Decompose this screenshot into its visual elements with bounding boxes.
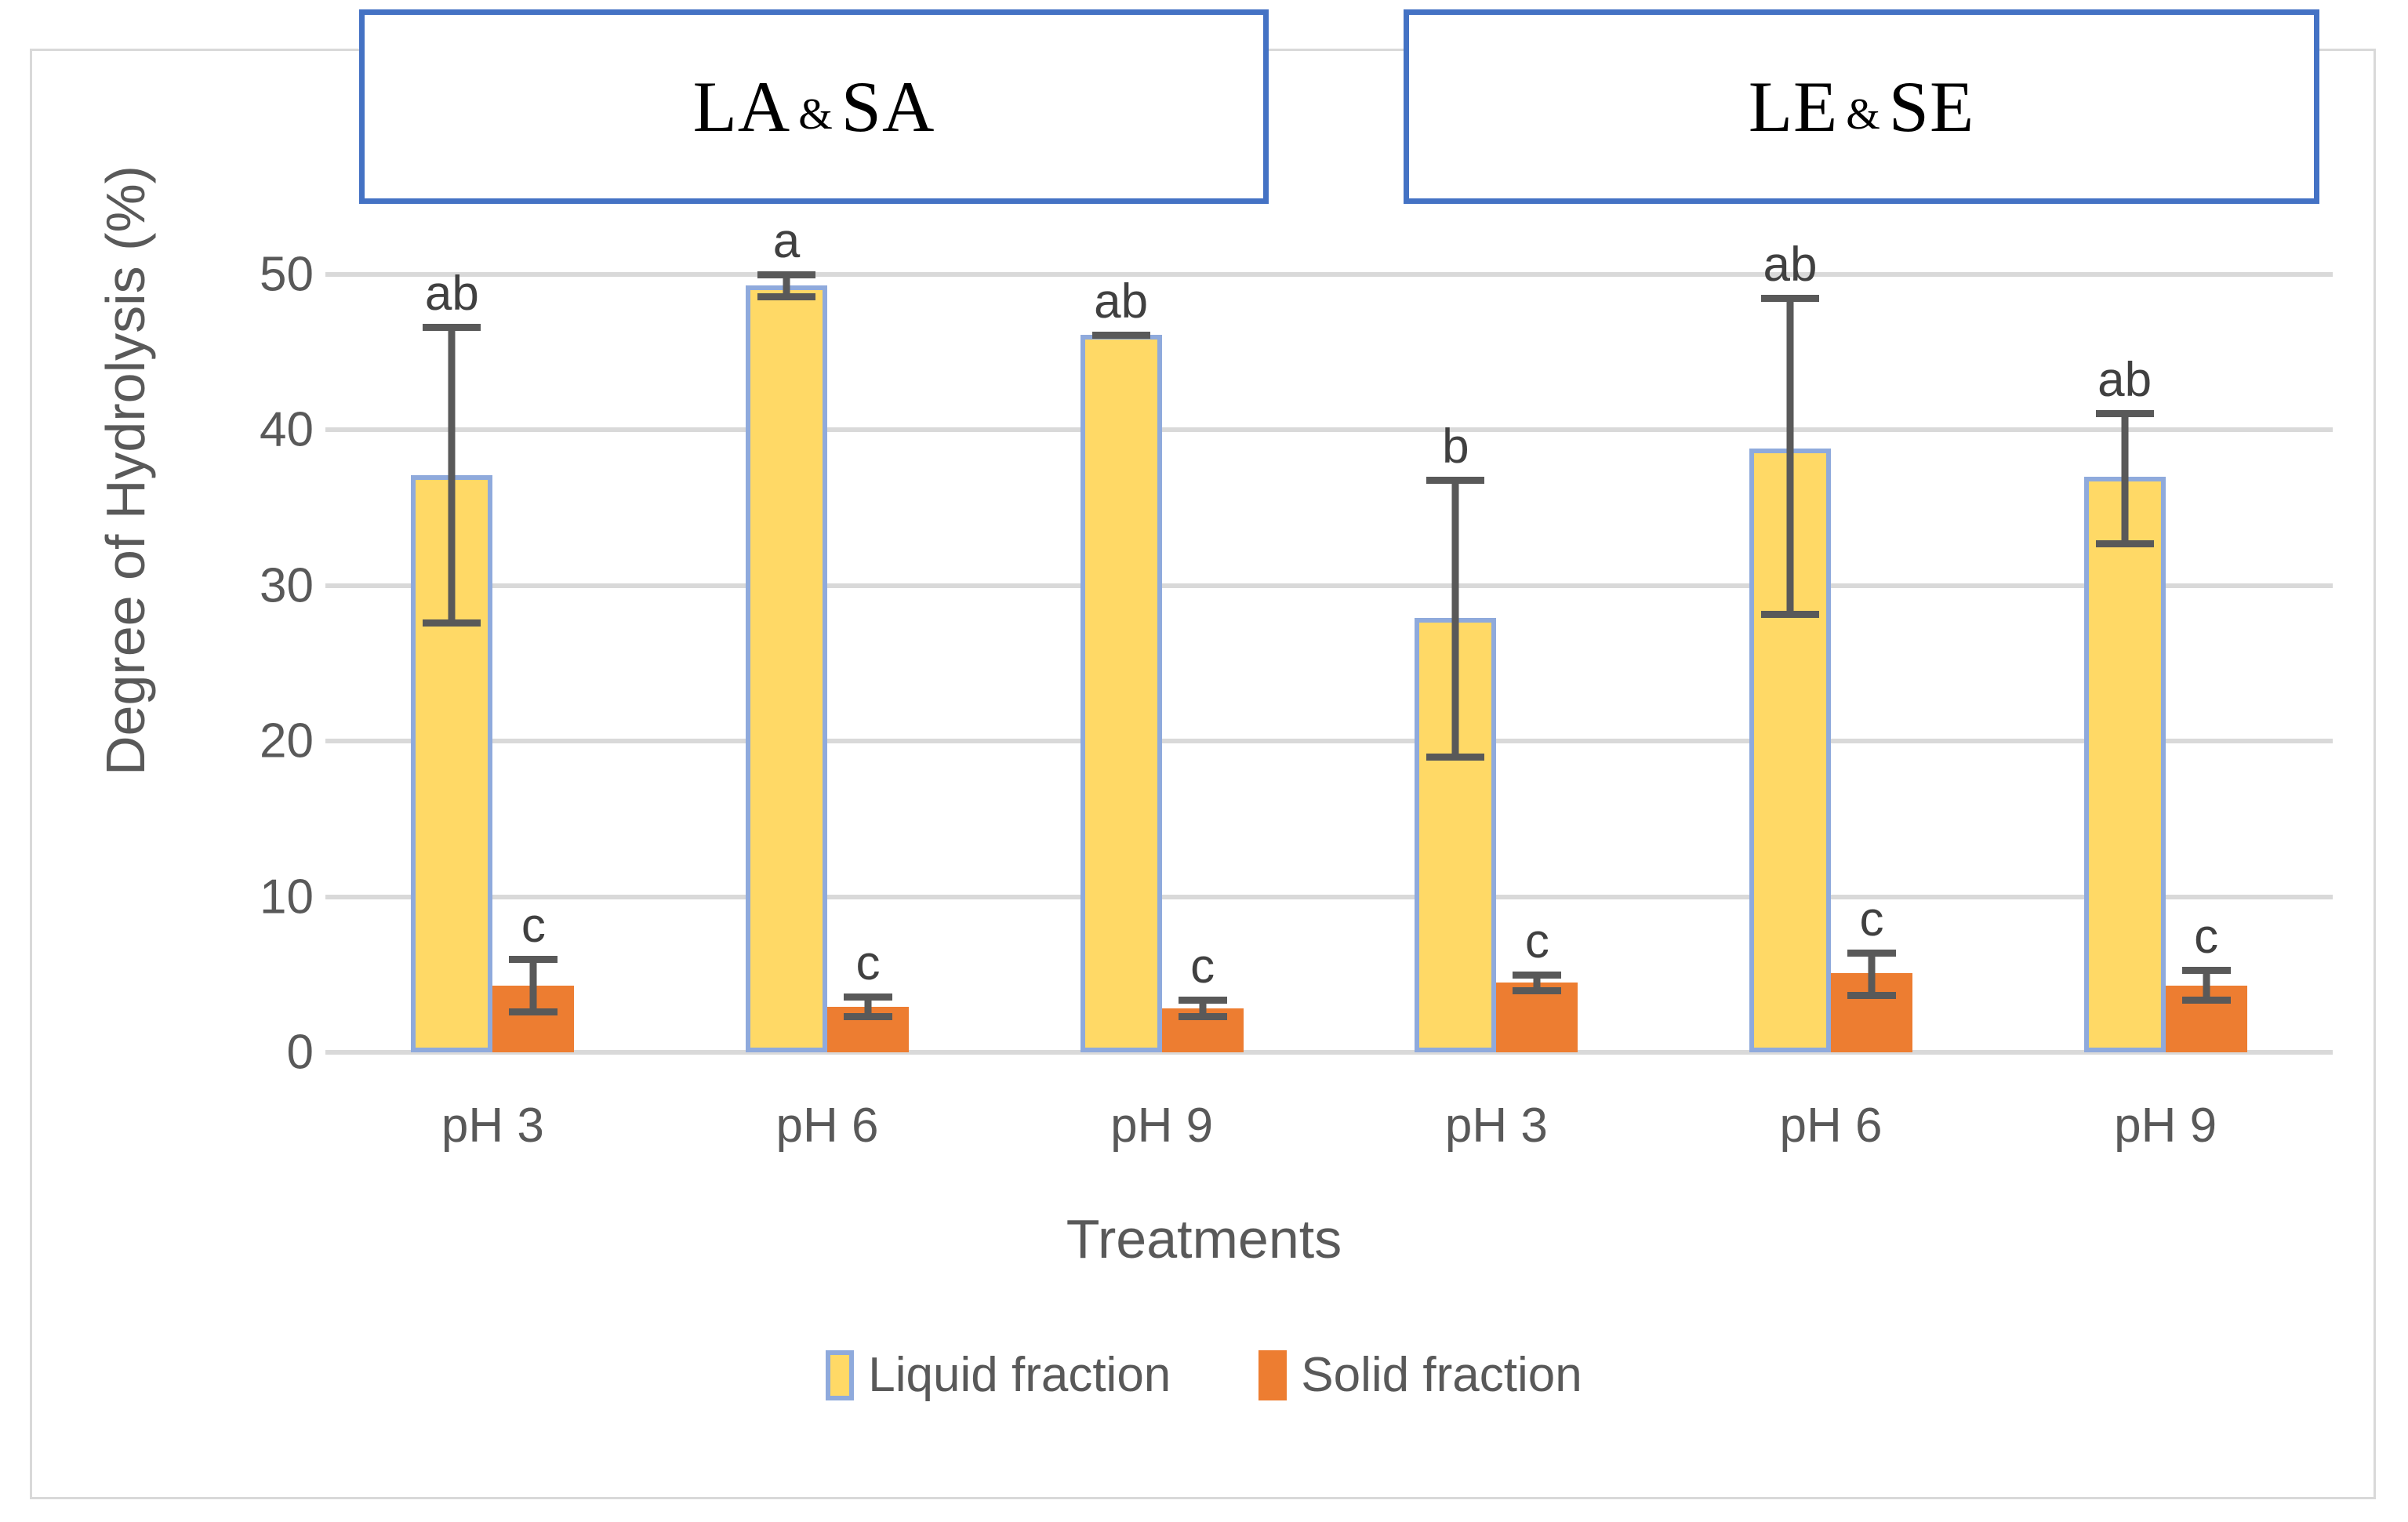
error-bar-cap-upper-solid-5 [2181,966,2231,974]
x-axis-tick-label-5: pH 9 [2114,1099,2217,1153]
error-bar-cap-upper-solid-0 [509,955,558,963]
error-bar-stem-liquid-0 [448,327,456,623]
error-bar-cap-upper-liquid-4 [1761,294,1819,302]
gridline [325,583,2333,588]
error-bar-cap-lower-solid-0 [509,1008,558,1016]
bar-liquid-2[interactable] [1080,335,1162,1052]
error-bar-cap-lower-solid-5 [2181,996,2231,1004]
error-bar-stem-solid-1 [864,996,872,1017]
group-header-la-sa: LA&SA [359,9,1269,204]
error-bar-cap-upper-solid-3 [1513,971,1562,979]
y-axis-tick-label: 30 [260,558,314,613]
error-bar-cap-lower-liquid-5 [2095,540,2154,548]
y-axis-tick-label: 0 [286,1025,314,1080]
chart-legend: Liquid fraction Solid fraction [0,1347,2408,1403]
y-axis-title: Degree of Hydrolysis (%) [95,165,156,776]
legend-item-liquid-fraction[interactable]: Liquid fraction [826,1347,1171,1403]
y-axis-tick-label: 50 [260,247,314,302]
y-axis-tick-label: 20 [260,714,314,768]
legend-swatch-icon-0 [826,1349,855,1400]
error-bar-cap-lower-solid-4 [1847,991,1896,999]
error-bar-cap-upper-solid-4 [1847,950,1896,957]
error-bar-cap-lower-liquid-2 [1091,332,1150,340]
group-header-la-sa-text: LA&SA [692,67,935,147]
significance-label-solid-1: c [855,935,881,990]
error-bar-stem-liquid-3 [1451,479,1459,757]
y-axis-tick-label: 10 [260,870,314,924]
significance-label-liquid-0: ab [424,267,479,321]
error-bar-stem-solid-5 [2203,969,2210,1000]
error-bar-stem-solid-3 [1533,974,1541,990]
group-header-le-se-text: LE&SE [1748,67,1975,147]
error-bar-stem-solid-4 [1868,953,1876,995]
error-bar-cap-upper-solid-2 [1178,996,1227,1004]
gridline [325,739,2333,744]
significance-label-liquid-5: ab [2097,352,2152,407]
x-axis-tick-label-2: pH 9 [1110,1099,1214,1153]
y-axis-tick-label: 40 [260,402,314,457]
x-axis-title: Treatments [1066,1208,1342,1270]
significance-label-solid-0: c [521,898,546,953]
plot-area: ab c a c ab c b c ab c ab c [325,214,2333,1055]
error-bar-cap-lower-solid-3 [1513,986,1562,994]
error-bar-stem-solid-0 [529,958,537,1012]
error-bar-cap-lower-liquid-3 [1426,754,1485,761]
error-bar-stem-liquid-1 [783,274,790,296]
significance-label-liquid-2: ab [1094,274,1149,329]
gridline [325,272,2333,277]
bar-liquid-5[interactable] [2083,476,2166,1052]
significance-label-solid-5: c [2194,909,2219,964]
error-bar-stem-solid-2 [1199,999,1207,1017]
error-bar-cap-upper-liquid-3 [1426,476,1485,484]
x-axis-tick-label-3: pH 3 [1444,1099,1548,1153]
error-bar-cap-upper-liquid-0 [423,324,481,332]
error-bar-cap-lower-solid-1 [844,1013,892,1021]
error-bar-cap-upper-liquid-5 [2095,409,2154,417]
error-bar-cap-lower-solid-2 [1178,1013,1227,1021]
bar-liquid-1[interactable] [746,285,827,1052]
significance-label-solid-3: c [1524,914,1549,968]
gridline [325,894,2333,899]
error-bar-cap-upper-liquid-1 [757,271,815,278]
axis-baseline [325,1050,2333,1055]
x-axis-tick-label-1: pH 6 [775,1099,879,1153]
significance-label-solid-4: c [1859,892,1884,947]
error-bar-cap-upper-solid-1 [844,993,892,1001]
legend-swatch-icon-1 [1258,1349,1288,1400]
x-axis-tick-label-0: pH 3 [441,1099,544,1153]
error-bar-cap-lower-liquid-1 [757,292,815,300]
legend-label-0: Liquid fraction [868,1348,1171,1402]
significance-label-liquid-3: b [1442,419,1469,474]
error-bar-stem-liquid-4 [1786,297,1794,614]
significance-label-liquid-4: ab [1763,237,1818,292]
group-header-le-se: LE&SE [1404,9,2319,204]
error-bar-cap-lower-liquid-0 [423,619,481,627]
y-axis-tick-labels: 0 10 20 30 40 50 [188,248,314,1080]
x-axis-tick-labels: pH 3 pH 6 pH 9 pH 3 pH 6 pH 9 [325,1098,2333,1168]
error-bar-stem-liquid-5 [2121,412,2129,544]
x-axis-tick-label-4: pH 6 [1779,1099,1883,1153]
legend-label-1: Solid fraction [1301,1348,1582,1402]
legend-item-solid-fraction[interactable]: Solid fraction [1258,1347,1582,1403]
gridline [325,427,2333,433]
error-bar-cap-lower-liquid-4 [1761,610,1819,618]
bar-liquid-3[interactable] [1415,618,1497,1052]
significance-label-solid-2: c [1190,939,1215,993]
significance-label-liquid-1: a [772,214,801,268]
